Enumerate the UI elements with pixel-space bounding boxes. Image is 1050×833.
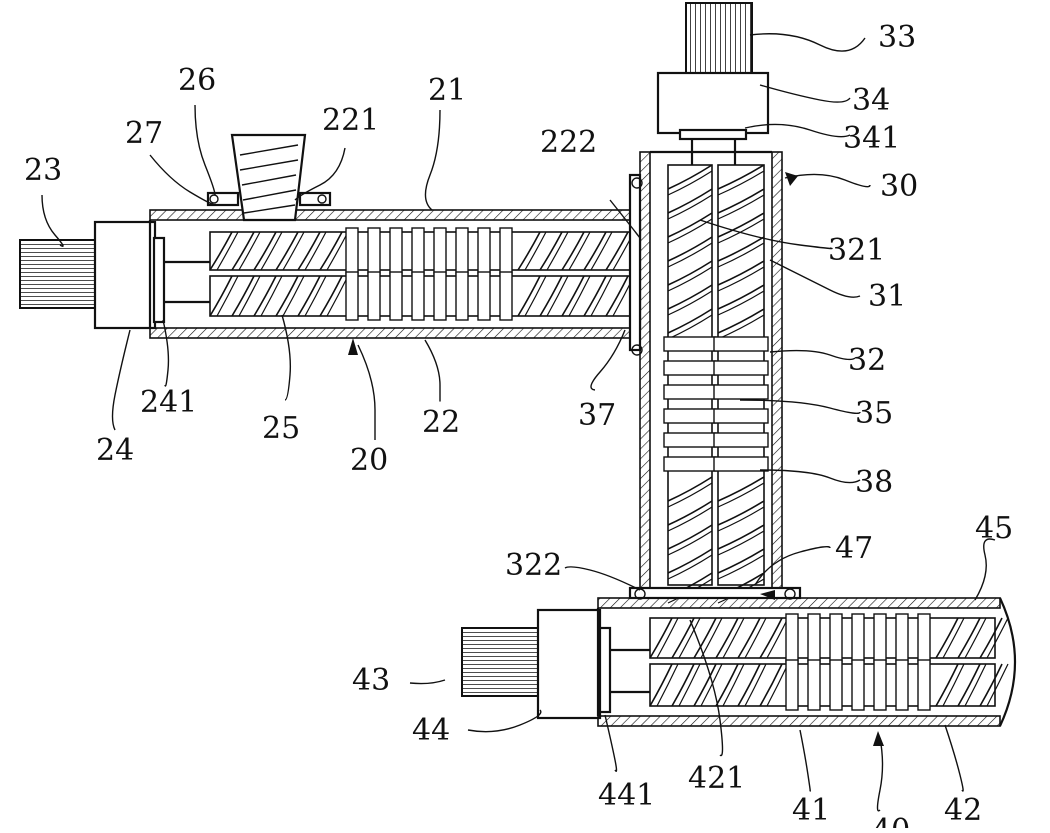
label-222: 222 — [540, 125, 597, 160]
label-20: 20 — [350, 443, 388, 478]
label-27: 27 — [125, 116, 163, 151]
label-47: 47 — [835, 531, 873, 566]
label-37: 37 — [578, 398, 616, 433]
label-321: 321 — [828, 233, 885, 268]
screws-45 — [649, 613, 1009, 711]
label-35: 35 — [855, 396, 893, 431]
label-322: 322 — [505, 548, 562, 583]
label-221: 221 — [322, 103, 379, 138]
label-45: 45 — [975, 511, 1013, 546]
label-40: 40 — [872, 813, 910, 828]
label-34: 34 — [852, 83, 890, 118]
motor-33 — [685, 2, 753, 76]
label-21: 21 — [428, 73, 466, 108]
label-30: 30 — [880, 169, 918, 204]
label-421: 421 — [688, 761, 745, 796]
label-33: 33 — [878, 20, 916, 55]
barrel-20 — [19, 209, 642, 339]
label-41: 41 — [792, 793, 830, 828]
motor-23 — [19, 239, 99, 309]
label-24: 24 — [96, 433, 134, 468]
label-23: 23 — [24, 153, 62, 188]
label-25: 25 — [262, 411, 300, 446]
reference-labels: 33 34 341 30 321 31 32 35 38 47 45 322 2… — [24, 20, 1013, 833]
barrel-30 — [628, 2, 783, 604]
label-26: 26 — [178, 63, 216, 98]
leader-lines — [41, 33, 996, 812]
label-22: 22 — [422, 405, 460, 440]
screws-35 — [663, 164, 769, 604]
label-31: 31 — [868, 279, 906, 314]
label-341: 341 — [843, 121, 900, 156]
label-441: 441 — [598, 778, 655, 813]
motor-43 — [461, 627, 543, 697]
barrel-40 — [461, 586, 1017, 727]
gearbox-34 — [656, 71, 770, 135]
screws-25 — [209, 227, 635, 321]
label-42: 42 — [944, 793, 982, 828]
label-44: 44 — [412, 713, 450, 748]
label-43: 43 — [352, 663, 390, 698]
label-241: 241 — [140, 385, 197, 420]
gearbox-44 — [536, 608, 602, 720]
hopper-221 — [206, 133, 332, 222]
gearbox-24 — [93, 220, 157, 330]
label-38: 38 — [855, 465, 893, 500]
label-32: 32 — [848, 343, 886, 378]
